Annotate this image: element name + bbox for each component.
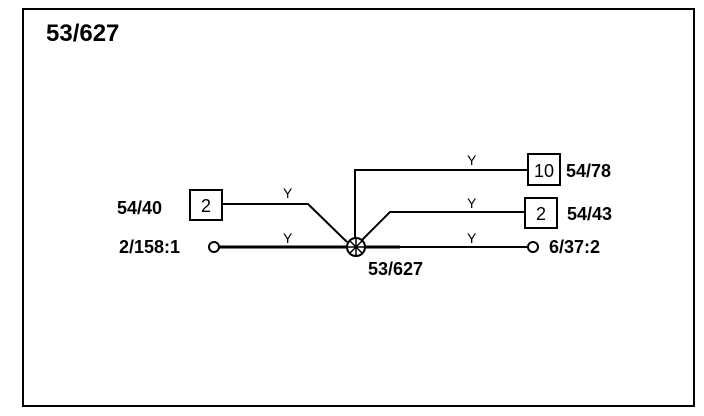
connector-box-top-right	[527, 153, 561, 186]
terminal-left-label: 2/158:1	[119, 237, 180, 257]
connector-box-top-right-label: 54/78	[566, 161, 611, 181]
wire-color-label-left-box: Y	[283, 185, 293, 201]
wire-color-label-top-right: Y	[467, 152, 477, 168]
wire-color-label-main-right: Y	[467, 230, 477, 246]
connector-box-left	[189, 189, 223, 221]
diagram-border	[22, 8, 695, 407]
terminal-right-label: 6/37:2	[549, 237, 600, 257]
connector-box-top-right-pin: 10	[534, 161, 554, 181]
splice-label: 53/627	[368, 259, 423, 279]
wire-color-label-mid-right: Y	[467, 195, 477, 211]
connector-box-mid-right	[524, 197, 558, 229]
connector-box-left-pin: 2	[201, 196, 211, 216]
wire-left-box	[222, 203, 348, 243]
wire-color-label-main-left: Y	[283, 230, 293, 246]
connector-box-mid-right-label: 54/43	[567, 204, 612, 224]
diagram-title: 53/627	[46, 20, 119, 47]
splice-icon	[346, 237, 366, 257]
terminal-right-icon	[527, 241, 539, 253]
wire-mid-right-box	[361, 211, 525, 241]
wire-top-right-box	[354, 169, 528, 239]
terminal-left-icon	[208, 241, 220, 253]
connector-box-left-label: 54/40	[117, 198, 162, 218]
connector-box-mid-right-pin: 2	[536, 204, 546, 224]
